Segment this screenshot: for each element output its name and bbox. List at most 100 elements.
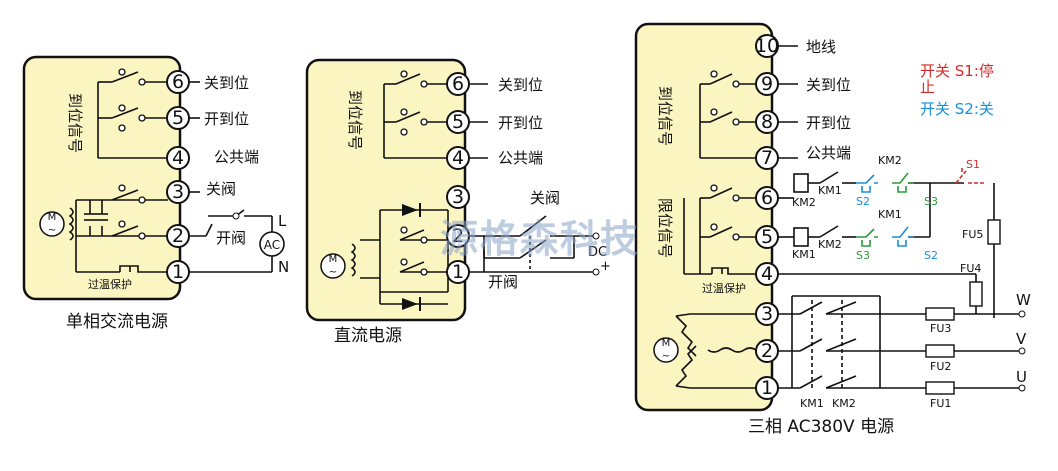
control-line-6 [778,171,995,318]
svg-text:KM2: KM2 [818,238,842,251]
motor-label: M [48,212,57,223]
panel-single-phase [22,55,182,301]
ac-source-icon [259,231,285,257]
watermark-text: 源格森科技 [440,217,640,261]
label-open-position: 开到位 [498,114,543,132]
terminal-strip-1: 6 5 4 3 2 1 [166,70,190,284]
label-common: 公共端 [214,148,259,166]
label-close-valve: 关阀 [530,189,560,207]
svg-text:M: M [329,254,338,265]
label-km2: KM2 [792,196,816,209]
label-open-valve: 开阀 [216,229,246,247]
external-wiring-1 [189,81,273,273]
main-power-lines [778,295,1022,390]
fuse-fu3 [925,307,955,321]
label-open-position: 开到位 [806,114,851,132]
svg-text:5: 5 [172,107,184,129]
diagram-three-phase: 到位信号 限位信号 过温保护 [634,22,1031,437]
svg-text:2: 2 [761,340,773,362]
label-open-valve: 开阀 [488,273,518,291]
caption-dc: 直流电源 [334,326,402,346]
panel-dc [305,58,467,322]
svg-text:2: 2 [172,225,184,247]
svg-text:S2: S2 [856,195,870,208]
label-km1: KM1 [818,184,842,197]
terminal-4 [166,146,190,170]
signal-switches [97,71,168,159]
label-ground: 地线 [806,38,836,56]
svg-text:~: ~ [329,267,337,278]
svg-text:6: 6 [761,187,773,209]
svg-text:1: 1 [172,261,184,283]
svg-text:3: 3 [761,303,773,325]
svg-text:FU4: FU4 [960,262,981,275]
label-open-position: 开到位 [204,110,249,128]
label-closed-position: 关到位 [204,74,249,92]
svg-text:~: ~ [662,351,670,362]
svg-text:KM2: KM2 [832,397,856,410]
label-common: 公共端 [806,144,851,162]
svg-text:6: 6 [452,73,464,95]
label-common: 公共端 [498,149,543,167]
motor-wiring-1 [68,189,168,273]
label-N: N [278,258,289,276]
svg-text:FU3: FU3 [930,322,951,335]
svg-text:8: 8 [761,111,773,133]
terminal-strip-2: 6 5 4 3 2 1 [446,72,470,284]
svg-text:KM1: KM1 [878,208,902,221]
motor-icon [320,253,346,279]
svg-text:S1: S1 [966,158,980,171]
svg-text:10: 10 [755,35,779,57]
svg-text:~: ~ [48,225,56,236]
svg-text:3: 3 [172,181,184,203]
caption-three-phase: 三相 AC380V 电源 [748,417,894,437]
svg-text:4: 4 [761,263,773,285]
label-close-valve: 关阀 [206,180,236,198]
legend-s2: 开关 S2:关 [920,100,994,118]
signal-group-label: 到位信号 [346,90,364,150]
svg-text:1: 1 [761,377,773,399]
svg-text:KM1: KM1 [792,248,816,261]
signal-group-label: 到位信号 [656,86,674,146]
label-U: U [1016,368,1027,386]
control-line-5 [778,225,931,247]
svg-text:FU2: FU2 [930,360,951,373]
svg-text:AC: AC [264,238,280,252]
signal-switches-2 [383,73,448,159]
legend-s1: 开关 S1:停止 [920,62,994,96]
label-L: L [278,212,287,230]
svg-text:1: 1 [452,261,464,283]
svg-text:S2: S2 [924,249,938,262]
fuse-fu2 [925,344,955,358]
svg-text:FU1: FU1 [930,397,951,410]
svg-text:KM2: KM2 [878,154,902,167]
svg-text:3: 3 [452,186,464,208]
thermal-protection-label: 过温保护 [702,281,746,295]
svg-text:5: 5 [761,226,773,248]
signal-switches-3 [683,73,756,275]
label-dc: DC [588,245,607,260]
label-plus: + [600,259,611,274]
svg-text:9: 9 [761,73,773,95]
thermal-protection-label: 过温保护 [88,277,132,291]
terminal-strip-3: 10 9 8 7 6 5 4 3 2 1 [755,34,779,400]
motor-icon [653,337,679,363]
svg-text:S3: S3 [924,195,938,208]
motor-icon [39,211,65,237]
svg-text:6: 6 [172,71,184,93]
svg-text:S3: S3 [856,249,870,262]
diode-top-icon [402,204,418,216]
svg-text:4: 4 [172,147,184,169]
caption-single-phase: 单相交流电源 [66,312,168,332]
svg-text:KM1: KM1 [800,397,824,410]
limit-group-label: 限位信号 [656,198,674,258]
svg-text:FU5: FU5 [962,228,983,241]
fuse-fu1 [925,381,955,395]
fuse-fu4 [969,281,983,307]
diagram-single-phase: 到位信号 [22,55,289,332]
label-closed-position: 关到位 [498,76,543,94]
svg-text:7: 7 [761,147,773,169]
motor-star [675,313,757,389]
svg-text:4: 4 [452,147,464,169]
